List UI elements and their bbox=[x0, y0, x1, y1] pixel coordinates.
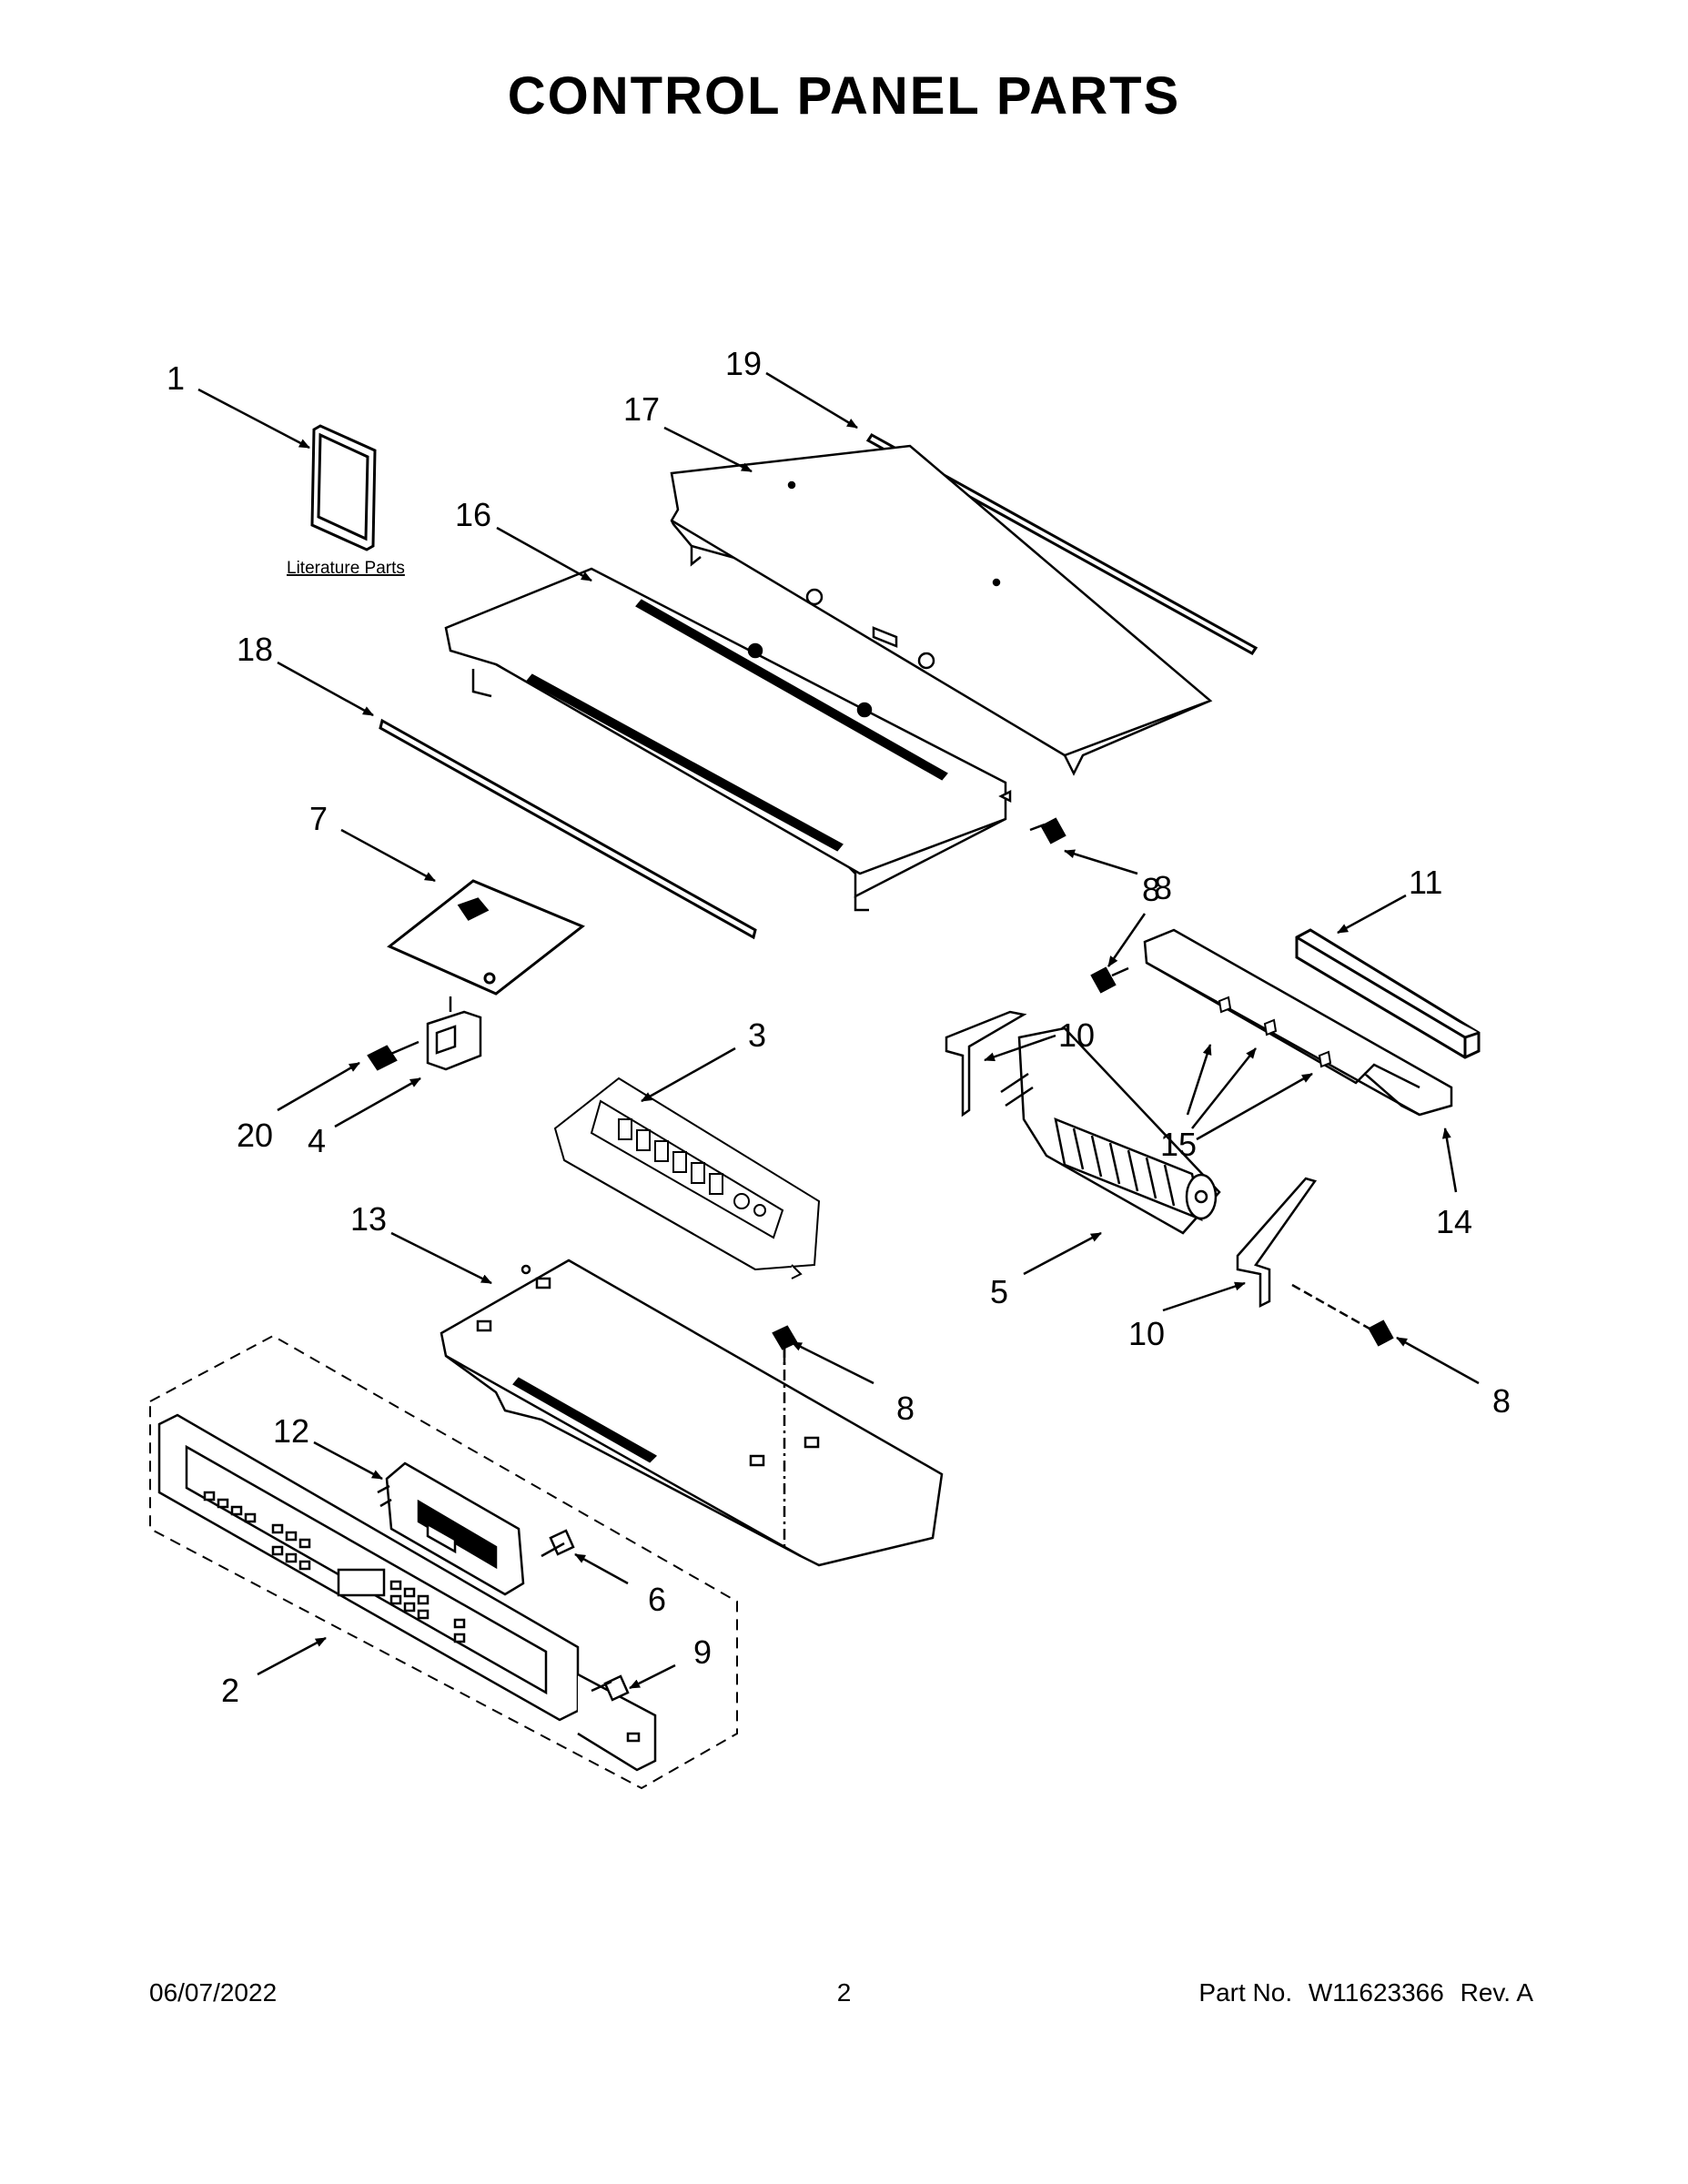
rod-19 bbox=[865, 433, 1258, 655]
callout-8-lower: 8 bbox=[1492, 1382, 1511, 1420]
callout-1: 1 bbox=[167, 359, 185, 397]
rod-18 bbox=[379, 718, 757, 940]
callout-6: 6 bbox=[648, 1581, 666, 1618]
terminal-block-4 bbox=[426, 996, 482, 1071]
footer-page-number: 2 bbox=[836, 1978, 852, 2007]
callout-18: 18 bbox=[237, 631, 273, 668]
callout-14: 14 bbox=[1436, 1203, 1472, 1240]
callout-19: 19 bbox=[725, 345, 762, 382]
blower-fan-5 bbox=[1000, 1026, 1221, 1235]
leader-lines bbox=[197, 371, 1480, 1690]
callout-8-mid: 8 bbox=[1142, 871, 1160, 908]
strip-11 bbox=[1295, 928, 1481, 1059]
pad-7 bbox=[387, 879, 585, 996]
callout-3: 3 bbox=[748, 1016, 766, 1054]
bracket-14 bbox=[1143, 928, 1453, 1117]
literature-booklet bbox=[310, 424, 377, 551]
bracket-10-upper bbox=[945, 1010, 1027, 1117]
callout-12: 12 bbox=[273, 1412, 309, 1450]
page-title: CONTROL PANEL PARTS bbox=[507, 66, 1181, 126]
callout-10-upper: 10 bbox=[1058, 1016, 1095, 1054]
callout-5: 5 bbox=[990, 1273, 1008, 1310]
callout-13: 13 bbox=[350, 1200, 387, 1238]
callouts: 1 19 17 16 18 7 8 8 11 10 3 20 4 15 14 5… bbox=[167, 345, 1511, 1709]
housing-16 bbox=[444, 567, 1012, 912]
callout-20: 20 bbox=[237, 1117, 273, 1154]
screw-20 bbox=[367, 1040, 419, 1071]
footer-part-number: W11623366 bbox=[1308, 1978, 1444, 2007]
callout-4: 4 bbox=[308, 1122, 326, 1159]
callout-7: 7 bbox=[309, 800, 328, 837]
screw-8-b bbox=[1090, 966, 1129, 994]
screw-8-a bbox=[1029, 817, 1066, 844]
callout-15: 15 bbox=[1160, 1126, 1197, 1163]
footer-part-label: Part No. bbox=[1198, 1978, 1293, 2007]
callout-17: 17 bbox=[623, 390, 660, 428]
screw-axis-lower-8 bbox=[1291, 1283, 1370, 1330]
screw-8-d bbox=[1368, 1320, 1394, 1347]
footer-date: 06/07/2022 bbox=[149, 1978, 278, 2007]
callout-8-top: 8 bbox=[1154, 869, 1172, 906]
callout-9: 9 bbox=[693, 1633, 712, 1671]
assembly-boundary bbox=[149, 1334, 738, 1790]
bracket-10-lower bbox=[1236, 1177, 1318, 1309]
callout-10-lower: 10 bbox=[1128, 1315, 1165, 1352]
ui-board-12 bbox=[377, 1461, 525, 1596]
callout-16: 16 bbox=[455, 496, 491, 533]
footer-revision: Rev. A bbox=[1460, 1978, 1533, 2007]
callout-8-plate: 8 bbox=[896, 1390, 915, 1427]
screw-8-c bbox=[772, 1325, 798, 1365]
mounting-plate-13 bbox=[440, 1259, 944, 1567]
screw-6 bbox=[541, 1529, 575, 1558]
rear-cover-17 bbox=[670, 444, 1213, 776]
callout-11: 11 bbox=[1409, 864, 1442, 901]
console-panel-2 bbox=[157, 1413, 657, 1772]
screw-9 bbox=[591, 1674, 630, 1702]
literature-parts-label: Literature Parts bbox=[287, 559, 405, 578]
footer-part-info: Part No. W11623366 Rev. A bbox=[1189, 1978, 1533, 2007]
callout-2: 2 bbox=[221, 1672, 239, 1709]
screws-15 bbox=[1218, 996, 1332, 1068]
control-board-3 bbox=[553, 1077, 821, 1279]
